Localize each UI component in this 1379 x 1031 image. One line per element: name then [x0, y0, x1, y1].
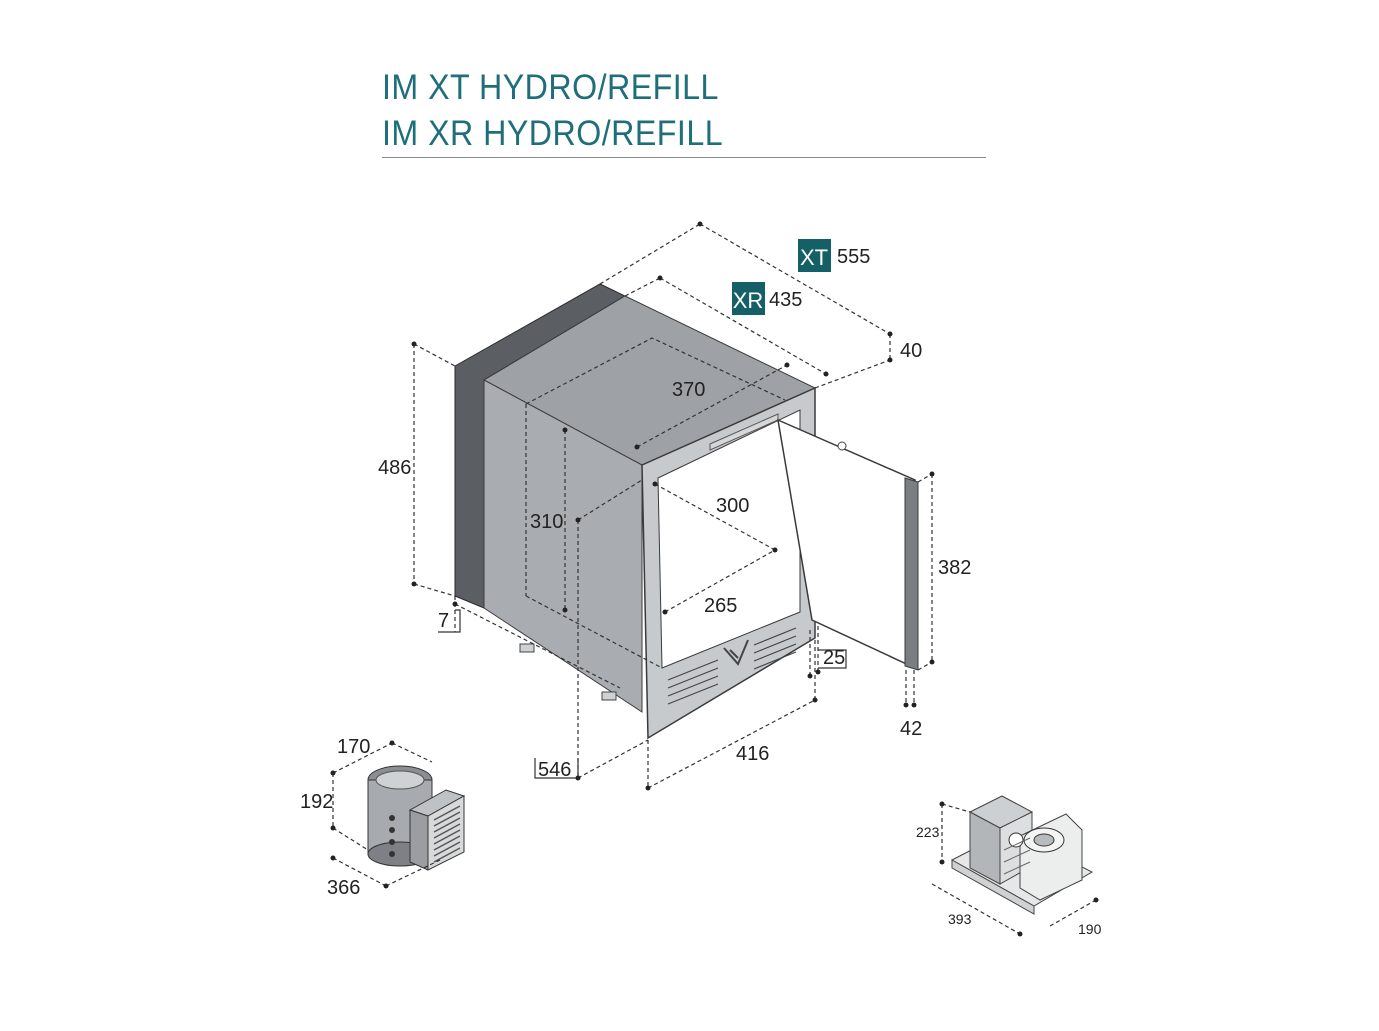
dim-inner-depth: 370	[672, 379, 705, 401]
dim-foot-offset: 7	[438, 610, 449, 632]
badge-xr-label: XR	[733, 288, 764, 313]
cabinet-left-face	[483, 379, 643, 713]
compressor-width: 366	[327, 877, 360, 899]
dimension-lines	[413, 223, 933, 789]
hydro-height: 223	[916, 824, 940, 840]
dim-inner-width-top: 300	[716, 495, 749, 517]
compressor-depth: 170	[337, 736, 370, 758]
dim-door-recess: 40	[900, 340, 922, 362]
hydro-width: 393	[948, 911, 972, 927]
dim-inner-height: 310	[530, 511, 563, 533]
dim-bottom-offset: 25	[823, 647, 845, 669]
vent-grille	[667, 627, 797, 705]
title-line-1: IM XT HYDRO/REFILL	[382, 68, 719, 107]
title-line-2: IM XR HYDRO/REFILL	[382, 114, 724, 153]
dim-total-height: 486	[378, 457, 411, 479]
title-divider	[382, 157, 986, 158]
hydro-unit	[950, 795, 1094, 915]
cabinet	[454, 283, 919, 740]
door-edge	[904, 477, 919, 671]
cabinet-front-inner	[657, 409, 801, 669]
dim-door-height: 382	[938, 557, 971, 579]
brand-logo-icon	[723, 639, 749, 666]
compressor-unit	[367, 765, 466, 871]
badge-xt-label: XT	[800, 245, 828, 270]
dim-inner-width-bottom: 265	[704, 595, 737, 617]
badge-xt: XT 555	[798, 239, 870, 272]
hydro-depth: 190	[1078, 921, 1102, 937]
compressor-height: 192	[300, 791, 333, 813]
dim-door-thickness: 42	[900, 718, 922, 740]
dim-front-width: 416	[736, 743, 769, 765]
badge-xr-value: 435	[769, 289, 802, 311]
badge-xt-value: 555	[837, 246, 870, 268]
dim-total-depth: 546	[538, 759, 571, 781]
dimension-dots	[411, 221, 935, 791]
badge-xr: XR 435	[732, 282, 802, 315]
